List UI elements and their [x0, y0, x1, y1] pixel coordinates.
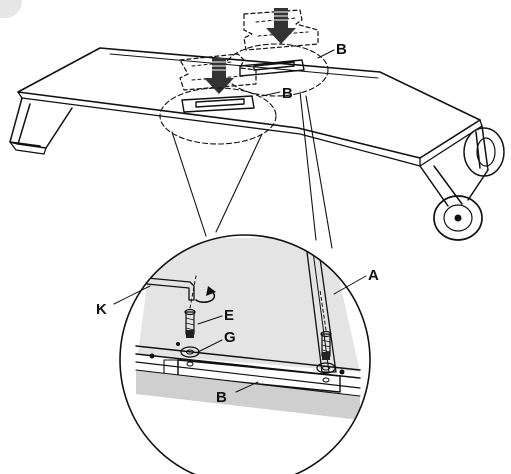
screw-right: [319, 289, 332, 360]
callout-k: K: [96, 301, 107, 318]
callout-ellipse-top: [223, 43, 329, 97]
callout-a: A: [368, 267, 379, 284]
top-bracket-group: [223, 8, 329, 97]
callout-b-top: B: [336, 41, 347, 58]
callout-g: G: [224, 329, 236, 346]
callout-b-middle: B: [282, 85, 293, 102]
callout-b-detail: B: [216, 389, 227, 406]
detail-circle: [119, 234, 371, 474]
arrow-down-icon: [204, 58, 234, 94]
middle-bracket-group: [159, 53, 277, 145]
callout-ellipse-middle: [159, 87, 277, 145]
arrow-down-icon: [266, 8, 296, 44]
screw-e: [184, 275, 197, 338]
zoom-lines: [171, 91, 333, 249]
corner-tab: [0, 0, 22, 18]
wheel-hub: [454, 214, 462, 222]
rotate-arrow-icon: [195, 286, 216, 304]
callout-e: E: [224, 307, 234, 324]
detail-view: [120, 235, 370, 474]
